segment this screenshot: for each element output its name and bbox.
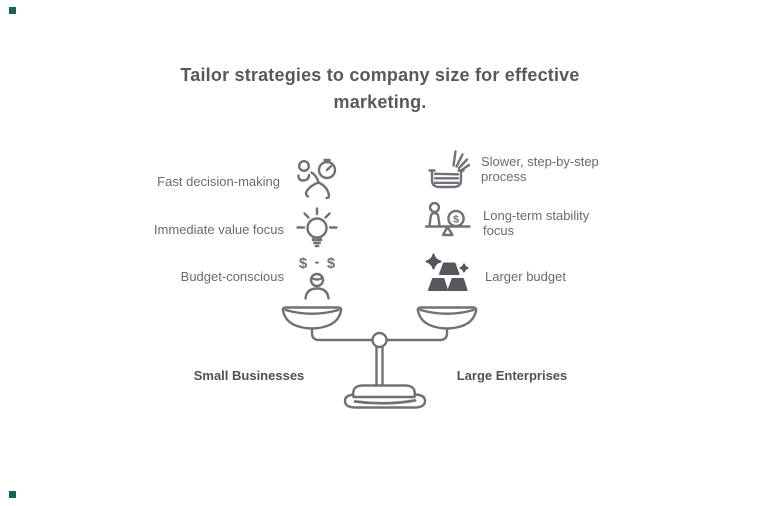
person-coin-seesaw-icon: $: [424, 201, 471, 237]
price-compare-person-icon: $ - $: [299, 254, 336, 300]
right-item-label: Long-term stability focus: [483, 207, 590, 239]
corner-marker-bottom: [9, 491, 16, 498]
left-item-label: Fast decision-making: [157, 174, 280, 190]
svg-text:$: $: [453, 214, 459, 226]
left-item-fast-decisions: Fast decision-making: [157, 156, 340, 208]
right-item-larger-budget: Larger budget: [424, 253, 617, 301]
small-businesses-label: Small Businesses: [193, 368, 305, 383]
scale-pivot: [371, 331, 388, 349]
svg-text:-: -: [315, 254, 320, 271]
right-item-slower-process: Slower, step-by-step process: [424, 145, 613, 193]
stacked-papers-icon: [428, 150, 470, 189]
left-item-budget-conscious: Budget-conscious $ - $: [181, 253, 340, 301]
right-item-label: Larger budget: [485, 269, 566, 285]
svg-text:$: $: [327, 255, 336, 272]
right-item-long-term-stability: $ Long-term stability focus: [424, 200, 615, 246]
large-enterprises-label: Large Enterprises: [456, 368, 568, 383]
left-item-label: Immediate value focus: [153, 222, 284, 238]
page-title: Tailor strategies to company size for ef…: [180, 65, 580, 112]
scale-base-pedestal: [352, 384, 416, 399]
lightbulb-icon: [296, 207, 338, 248]
scale-right-pan: [416, 306, 478, 330]
corner-marker-top: [9, 7, 16, 14]
left-item-label: Budget-conscious: [180, 269, 284, 285]
left-item-immediate-value: Immediate value focus: [154, 205, 340, 255]
scale-left-pan: [281, 306, 343, 330]
balance-scale-illustration: [281, 306, 478, 409]
gold-bars-icon: [425, 253, 469, 291]
right-item-label: Slower, step-by-step process: [481, 153, 599, 185]
runner-stopwatch-icon: [297, 158, 337, 200]
svg-text:$: $: [299, 255, 308, 272]
